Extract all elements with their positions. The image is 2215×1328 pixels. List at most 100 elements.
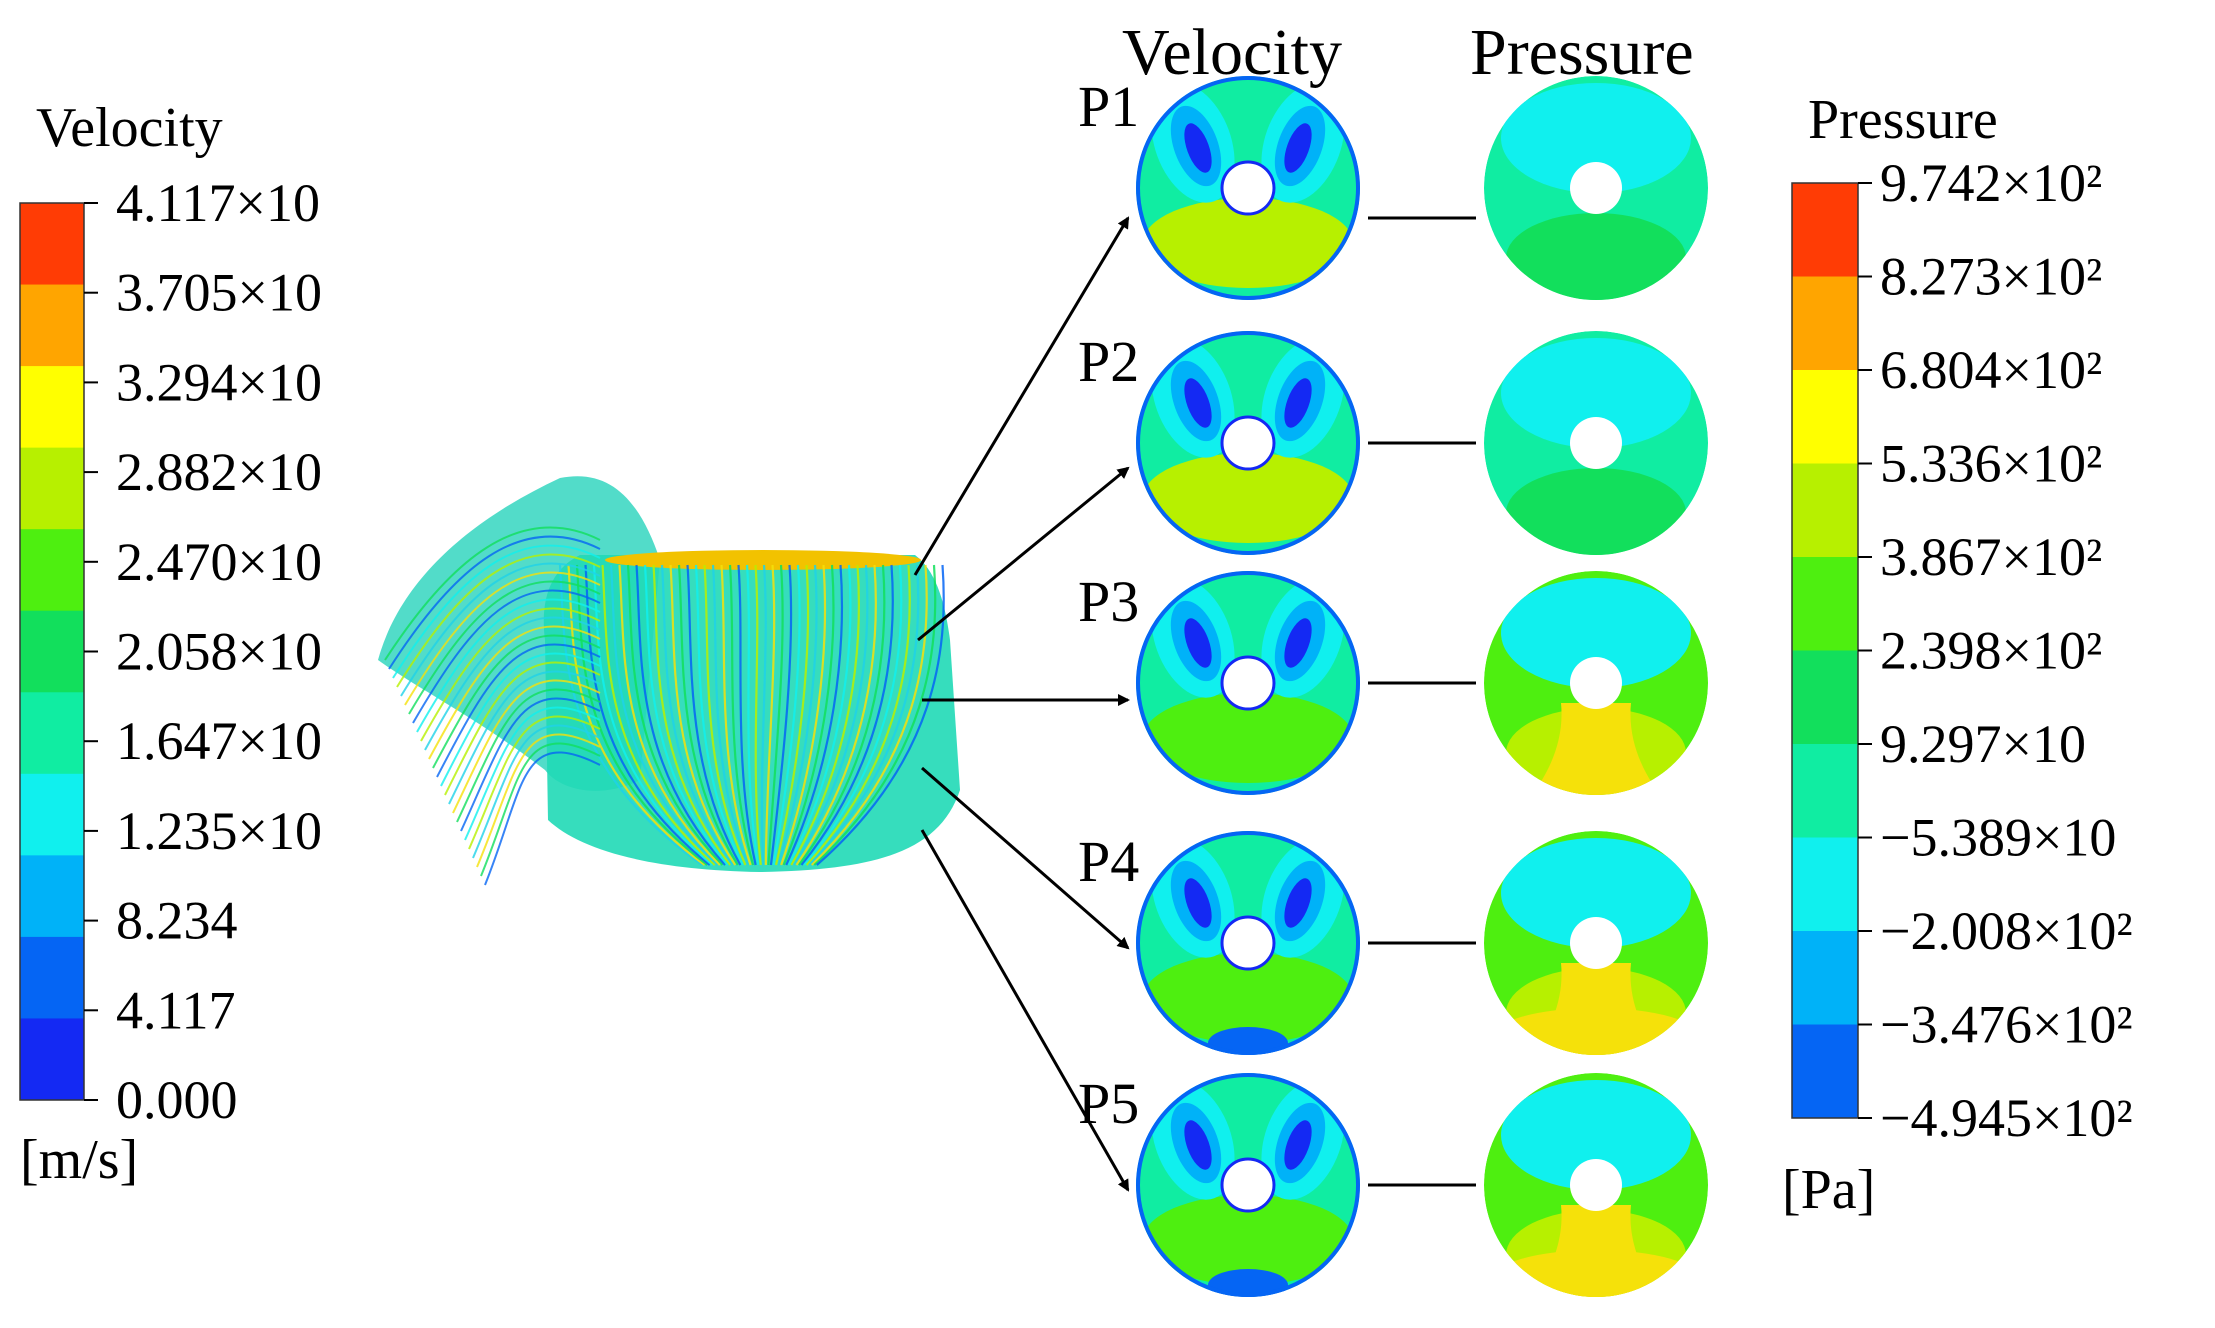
velocity-section-disk	[1136, 1073, 1360, 1297]
streamline-strand	[452, 679, 601, 814]
velocity-colorbar-band	[20, 855, 84, 938]
pressure-column-header: Pressure	[1470, 16, 1694, 89]
velocity-colorbar-band	[20, 1018, 84, 1101]
velocity-colorbar-band	[20, 610, 84, 693]
pressure-tick-label: −2.008×10²	[1880, 901, 2133, 961]
streamline-strand	[484, 751, 601, 886]
streamline-render	[378, 476, 960, 886]
velocity-legend-title: Velocity	[36, 97, 223, 159]
streamline-strand	[424, 616, 601, 751]
pressure-colorbar-band	[1792, 463, 1858, 558]
plane-label: P5	[1078, 1071, 1139, 1136]
streamline-strand	[480, 742, 601, 877]
plane-label: P3	[1078, 569, 1139, 634]
section-hub	[1220, 1157, 1276, 1213]
velocity-section-disk	[1136, 831, 1360, 1055]
pressure-colorbar-band	[1792, 557, 1858, 651]
streamline-strand	[428, 625, 601, 760]
streamline-strand	[800, 564, 894, 866]
velocity-colorbar	[19, 202, 85, 1101]
section-arrow	[917, 466, 1130, 642]
streamline-strand	[592, 564, 714, 866]
pressure-colorbar-band	[1792, 837, 1858, 932]
section-arrow	[913, 216, 1130, 576]
streamline-strand	[777, 564, 818, 866]
pressure-tick-label: 6.804×10²	[1880, 340, 2102, 400]
velocity-colorbar-band	[20, 936, 84, 1019]
streamline-strand	[436, 643, 601, 778]
velocity-tick-label: 2.470×10	[116, 532, 322, 592]
velocity-tick-label: 0.000	[116, 1070, 238, 1130]
section-arrow	[921, 766, 1130, 950]
streamline-strand	[432, 634, 601, 769]
streamline-strand	[472, 724, 601, 859]
streamline-strand	[609, 564, 719, 866]
pressure-colorbar-band	[1792, 276, 1858, 371]
velocity-section-disk	[1136, 76, 1360, 300]
section-hub	[1220, 915, 1276, 971]
streamline-strand	[440, 652, 601, 787]
velocity-tick-label: 2.882×10	[116, 442, 322, 502]
pressure-tick-label: 5.336×10²	[1880, 434, 2102, 494]
streamline-strand	[737, 564, 757, 866]
streamline-strand	[567, 564, 706, 866]
streamline-strand	[805, 564, 911, 866]
streamline-strand	[769, 564, 793, 866]
streamline-strands	[384, 526, 945, 886]
section-hub	[1220, 415, 1276, 471]
streamline-strand	[703, 564, 747, 866]
streamline-strand	[787, 564, 852, 866]
streamline-strand	[412, 589, 601, 724]
streamline-strand	[780, 564, 827, 866]
streamline-strand	[798, 564, 886, 866]
section-hub	[1220, 160, 1276, 216]
pressure-colorbar	[1791, 182, 1859, 1119]
streamline-strand	[795, 564, 877, 866]
plane-label: P4	[1078, 829, 1139, 894]
streamline-strand	[420, 607, 601, 742]
pressure-colorbar-band	[1792, 931, 1858, 1025]
pressure-colorbar-band	[1792, 650, 1858, 745]
streamline-strand	[396, 553, 601, 688]
streamline-strand	[785, 564, 844, 866]
streamline-strand	[772, 564, 801, 866]
streamline-strand	[745, 564, 760, 866]
streamline-strand	[618, 564, 721, 866]
plane-label: P2	[1078, 329, 1139, 394]
pressure-tick-label: −3.476×10²	[1880, 995, 2133, 1055]
velocity-colorbar-band	[20, 366, 84, 449]
velocity-tick-labels: 4.117×103.705×103.294×102.882×102.470×10…	[84, 173, 322, 1130]
section-hub	[1220, 655, 1276, 711]
streamline-strand	[408, 580, 601, 715]
pressure-legend: Pressure 9.742×10²8.273×10²6.804×10²5.33…	[1782, 89, 2133, 1221]
streamline-strand	[601, 564, 716, 866]
velocity-tick-label: 1.647×10	[116, 711, 322, 771]
pressure-tick-label: 8.273×10²	[1880, 247, 2102, 307]
streamline-strand	[400, 562, 601, 697]
streamline-strand	[635, 564, 726, 866]
pressure-tick-label: 3.867×10²	[1880, 527, 2102, 587]
streamline-strand	[813, 564, 937, 866]
streamline-strand	[816, 564, 945, 866]
streamline-strand	[384, 526, 601, 661]
velocity-colorbar-band	[20, 773, 84, 856]
pressure-colorbar-band	[1792, 744, 1858, 838]
velocity-tick-label: 1.235×10	[116, 801, 322, 861]
streamline-strand	[416, 598, 601, 733]
streamline-strand	[404, 571, 601, 706]
velocity-tick-label: 2.058×10	[116, 622, 322, 682]
velocity-legend: Velocity 4.117×103.705×103.294×102.882×1…	[19, 97, 322, 1191]
pressure-colorbar-band	[1792, 1024, 1858, 1119]
section-hub	[1570, 917, 1622, 969]
streamline-strand	[790, 564, 860, 866]
streamline-strand	[764, 564, 776, 866]
pressure-tick-label: 2.398×10²	[1880, 621, 2102, 681]
streamline-strand	[711, 564, 750, 866]
velocity-colorbar-band	[20, 692, 84, 775]
streamline-strand	[448, 670, 601, 805]
streamline-strand	[669, 564, 737, 866]
streamline-strand	[686, 564, 742, 866]
streamline-strand	[754, 564, 762, 866]
